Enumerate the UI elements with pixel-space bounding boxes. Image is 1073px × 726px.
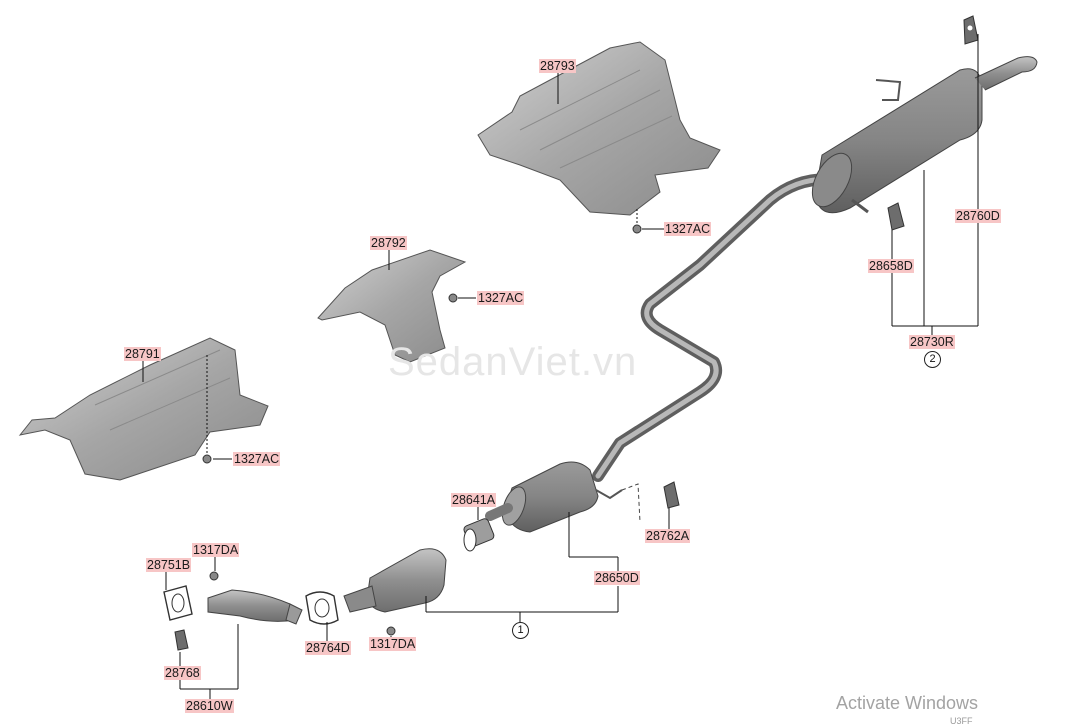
label-1327ac-c: 1327AC [233, 452, 281, 466]
heat-shield-28791 [18, 337, 269, 481]
label-28760d: 28760D [955, 209, 1001, 223]
label-1327ac-b: 1327AC [477, 291, 525, 305]
bolt-1327ac-28791 [202, 454, 212, 464]
nut-1317da-lower [386, 626, 396, 636]
front-pipe-28610w [207, 589, 303, 625]
activate-windows-notice: Activate Windows [836, 693, 979, 713]
callout-2: 2 [924, 351, 941, 368]
leader-lines [142, 34, 979, 699]
bolt-1327ac-28793 [632, 224, 642, 234]
watermark: SedanViet.vn [388, 340, 638, 384]
nut-1317da-upper [209, 571, 219, 581]
label-28764d: 28764D [305, 641, 351, 655]
label-28762a: 28762A [645, 529, 691, 543]
heat-shield-28793 [477, 41, 721, 216]
label-28641a: 28641A [451, 493, 497, 507]
label-28768: 28768 [164, 666, 201, 680]
rubber-hanger-28762a [663, 481, 680, 509]
label-1317da-a: 1317DA [192, 543, 240, 557]
center-muffler [485, 461, 623, 533]
clipped-text: U3FF [950, 716, 973, 726]
callout-1: 1 [512, 622, 529, 639]
label-28751b: 28751B [146, 558, 192, 572]
label-28792: 28792 [370, 236, 407, 250]
label-28610w: 28610W [185, 699, 234, 713]
rubber-hanger-28658d [887, 202, 905, 231]
bolt-1327ac-28792 [448, 293, 458, 303]
gasket-28751b [163, 585, 193, 621]
rubber-hanger-28768 [174, 629, 189, 651]
label-28650d: 28650D [594, 571, 640, 585]
label-1327ac-a: 1327AC [664, 222, 712, 236]
rear-muffler [811, 56, 1038, 214]
catalytic-converter [343, 548, 447, 613]
label-28791: 28791 [124, 347, 161, 361]
label-1317da-b: 1317DA [369, 637, 417, 651]
label-28658d: 28658D [868, 259, 914, 273]
gasket-28764d [305, 591, 339, 625]
heat-shield-28792 [317, 249, 467, 363]
label-28793: 28793 [539, 59, 576, 73]
label-28730r: 28730R [909, 335, 955, 349]
pipe-clamp-28641a [463, 518, 495, 552]
rubber-hanger-28760d [963, 15, 979, 45]
